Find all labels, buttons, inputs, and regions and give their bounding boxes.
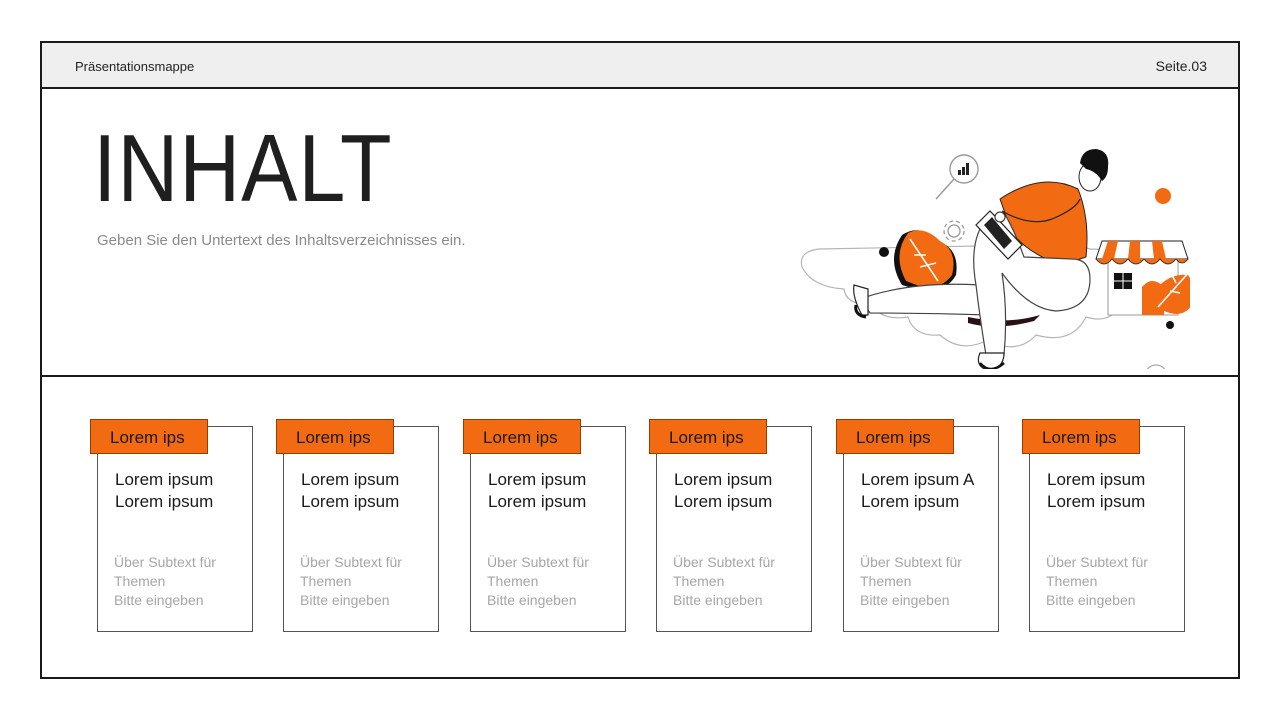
card-heading-line: Lorem ipsum	[861, 492, 960, 511]
page-subtitle: Geben Sie den Untertext des Inhaltsverze…	[97, 232, 466, 249]
toc-card-2[interactable]: Lorem ips Lorem ipsum Lorem ipsum Über S…	[276, 419, 439, 632]
card-subtext-line: Themen	[1046, 573, 1098, 589]
card-subtext: Über Subtext für Themen Bitte eingeben	[1046, 553, 1180, 610]
magnifier-icon	[935, 154, 979, 200]
gear-icon	[943, 220, 965, 242]
card-subtext-line: Bitte eingeben	[487, 592, 577, 608]
card-subtext-line: Über Subtext für	[114, 554, 216, 570]
card-tag: Lorem ips	[463, 419, 581, 454]
card-tag: Lorem ips	[649, 419, 767, 454]
card-subtext-line: Bitte eingeben	[300, 592, 390, 608]
hair	[1080, 149, 1109, 181]
card-heading: Lorem ipsum Lorem ipsum	[488, 469, 622, 513]
card-heading-line: Lorem ipsum	[115, 492, 214, 511]
dot	[879, 247, 889, 257]
card-heading-line: Lorem ipsum	[674, 492, 773, 511]
dot	[1155, 188, 1171, 204]
card-subtext: Über Subtext für Themen Bitte eingeben	[114, 553, 248, 610]
card-subtext-line: Themen	[860, 573, 912, 589]
card-subtext: Über Subtext für Themen Bitte eingeben	[487, 553, 621, 610]
card-subtext-line: Bitte eingeben	[860, 592, 950, 608]
card-heading-line: Lorem ipsum	[1047, 492, 1146, 511]
card-subtext-line: Themen	[300, 573, 352, 589]
card-subtext: Über Subtext für Themen Bitte eingeben	[860, 553, 994, 610]
card-subtext-line: Bitte eingeben	[673, 592, 763, 608]
bush-left	[894, 230, 957, 292]
tablet-icon	[975, 210, 1023, 260]
page-title: INHALT	[93, 115, 393, 222]
card-heading-line: Lorem ipsum	[1047, 470, 1146, 489]
card-heading-line: Lorem ipsum	[674, 470, 773, 489]
toc-cards: Lorem ips Lorem ipsum Lorem ipsum Über S…	[42, 377, 1238, 677]
card-heading: Lorem ipsum Lorem ipsum	[301, 469, 435, 513]
card-heading: Lorem ipsum Lorem ipsum	[115, 469, 249, 513]
card-tag: Lorem ips	[276, 419, 394, 454]
toc-card-5[interactable]: Lorem ips Lorem ipsum A Lorem ipsum Über…	[836, 419, 999, 632]
card-subtext: Über Subtext für Themen Bitte eingeben	[300, 553, 434, 610]
presentation-label: Präsentationsmappe	[75, 59, 195, 74]
toc-card-3[interactable]: Lorem ips Lorem ipsum Lorem ipsum Über S…	[463, 419, 626, 632]
card-heading-line: Lorem ipsum	[488, 470, 587, 489]
card-tag: Lorem ips	[836, 419, 954, 454]
toc-card-6[interactable]: Lorem ips Lorem ipsum Lorem ipsum Über S…	[1022, 419, 1185, 632]
card-subtext-line: Über Subtext für	[1046, 554, 1148, 570]
page-number: Seite.03	[1155, 58, 1207, 74]
card-heading-line: Lorem ipsum	[301, 470, 400, 489]
card-tag: Lorem ips	[90, 419, 208, 454]
card-subtext-line: Über Subtext für	[860, 554, 962, 570]
card-subtext: Über Subtext für Themen Bitte eingeben	[673, 553, 807, 610]
card-tag: Lorem ips	[1022, 419, 1140, 454]
card-subtext-line: Themen	[487, 573, 539, 589]
bush-right	[1155, 270, 1190, 314]
card-subtext-line: Themen	[114, 573, 166, 589]
slide-frame: Präsentationsmappe Seite.03 INHALT Geben…	[40, 41, 1240, 679]
dot	[1146, 364, 1166, 369]
card-heading: Lorem ipsum Lorem ipsum	[674, 469, 808, 513]
card-subtext-line: Über Subtext für	[300, 554, 402, 570]
toc-card-4[interactable]: Lorem ips Lorem ipsum Lorem ipsum Über S…	[649, 419, 812, 632]
card-subtext-line: Themen	[673, 573, 725, 589]
person-torso	[999, 181, 1088, 266]
card-heading: Lorem ipsum Lorem ipsum	[1047, 469, 1181, 513]
hero-section: INHALT Geben Sie den Untertext des Inhal…	[42, 89, 1238, 377]
card-heading-line: Lorem ipsum	[301, 492, 400, 511]
dot	[1166, 321, 1174, 329]
card-subtext-line: Bitte eingeben	[1046, 592, 1136, 608]
card-heading: Lorem ipsum A Lorem ipsum	[861, 469, 995, 513]
slide-header-bar: Präsentationsmappe Seite.03	[42, 43, 1238, 89]
toc-card-1[interactable]: Lorem ips Lorem ipsum Lorem ipsum Über S…	[90, 419, 253, 632]
card-subtext-line: Bitte eingeben	[114, 592, 204, 608]
card-subtext-line: Über Subtext für	[673, 554, 775, 570]
card-heading-line: Lorem ipsum A	[861, 470, 975, 489]
card-heading-line: Lorem ipsum	[115, 470, 214, 489]
card-subtext-line: Über Subtext für	[487, 554, 589, 570]
person-with-tablet-illustration	[800, 149, 1190, 369]
card-heading-line: Lorem ipsum	[488, 492, 587, 511]
